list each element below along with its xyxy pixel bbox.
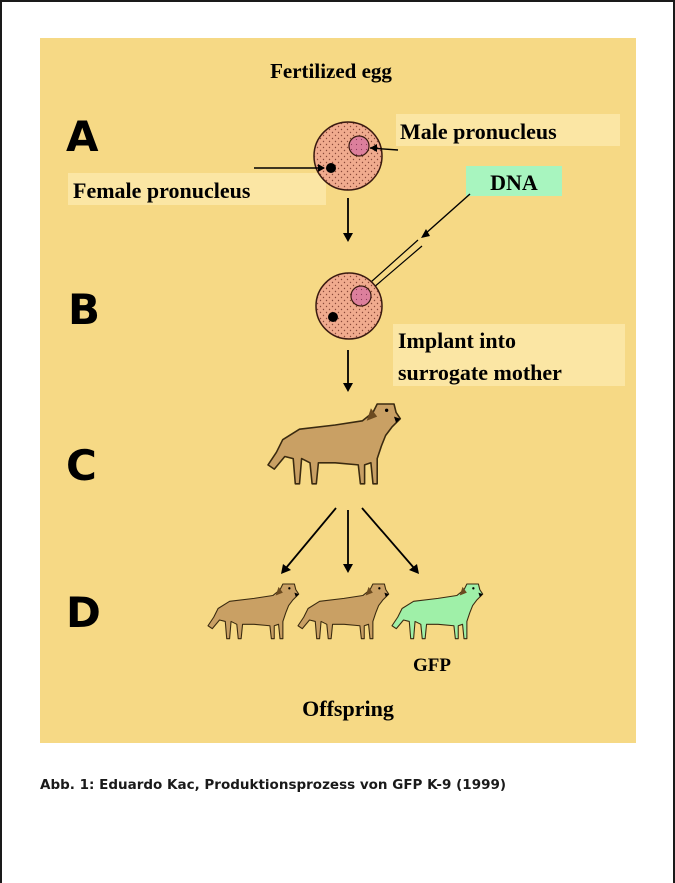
frame-left-border xyxy=(0,0,2,883)
gfp-label: GFP xyxy=(413,655,451,676)
step-label-c: C xyxy=(66,441,97,490)
female-pronucleus-label: Female pronucleus xyxy=(73,178,251,203)
female-pronucleus-b xyxy=(328,312,338,322)
male-pronucleus-a xyxy=(349,136,369,156)
fertilized-egg-b xyxy=(316,273,382,339)
frame-top-border xyxy=(0,0,675,2)
figure-caption: Abb. 1: Eduardo Kac, Produktionsprozess … xyxy=(40,777,506,793)
pronucleus-b xyxy=(351,286,371,306)
step-label-a: A xyxy=(66,112,99,161)
implant-label-line1: Implant into xyxy=(398,328,516,353)
male-pronucleus-label: Male pronucleus xyxy=(400,119,557,144)
diagram-title: Fertilized egg xyxy=(270,59,392,83)
step-label-d: D xyxy=(66,588,101,637)
dna-label: DNA xyxy=(490,170,538,195)
implant-label-line2: surrogate mother xyxy=(398,360,562,385)
fertilized-egg-a xyxy=(314,122,382,190)
step-label-b: B xyxy=(68,285,100,334)
female-pronucleus-a xyxy=(326,163,336,173)
offspring-label: Offspring xyxy=(302,696,394,721)
figure-panel: Fertilized egg A B C D Male pronucleus F… xyxy=(40,38,636,743)
